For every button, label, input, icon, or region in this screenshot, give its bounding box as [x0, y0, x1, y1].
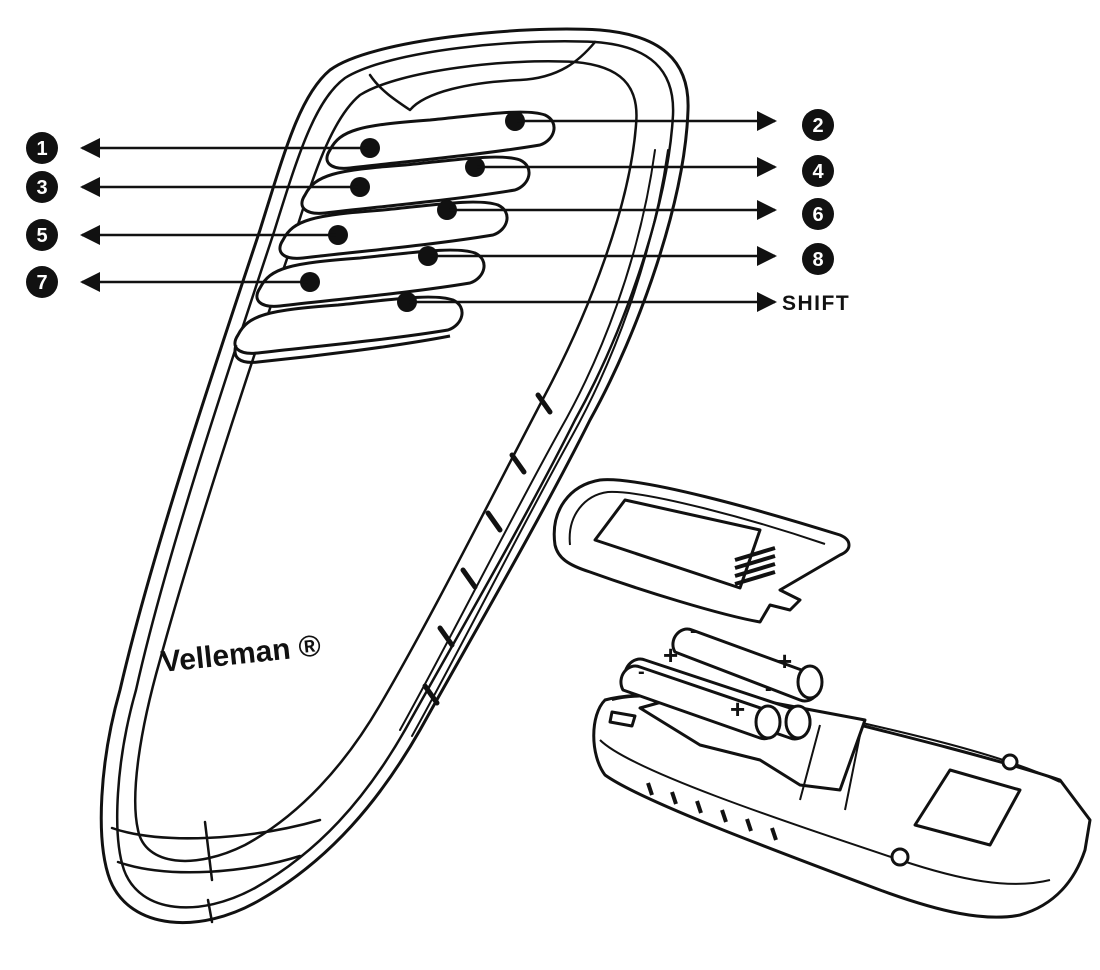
batteries	[619, 627, 824, 741]
rocker-row-5-lip	[233, 334, 451, 364]
badge-3-label: 3	[36, 177, 47, 199]
button-4-dot	[465, 157, 485, 177]
battery-cover-grip	[734, 546, 776, 586]
badge-1-label: 1	[36, 138, 47, 160]
button-3-dot	[350, 177, 370, 197]
battery-cover-inner	[568, 490, 826, 546]
button-2-dot	[505, 111, 525, 131]
battery-middle-cap	[784, 704, 812, 740]
side-grip-slots	[422, 392, 553, 706]
polarity-plus: +	[777, 646, 792, 676]
polarity-minus: -	[765, 678, 772, 700]
remote-bottom-band	[110, 818, 322, 840]
remote-inner-rim	[116, 40, 675, 909]
battery-cover	[552, 478, 851, 624]
badge-8	[802, 243, 834, 275]
badge-7	[26, 266, 58, 298]
grip-slot	[509, 452, 527, 475]
screw-hole	[890, 847, 910, 867]
polarity-plus: +	[730, 694, 745, 724]
right-callout-badges: 2 4 6 8 SHIFT	[782, 109, 850, 315]
back-grip-slots	[646, 782, 778, 841]
badge-5	[26, 219, 58, 251]
badge-5-label: 5	[36, 225, 47, 247]
battery-cover-window	[593, 498, 762, 590]
badge-4	[802, 155, 834, 187]
left-callout-badges: 1 3 5 7	[26, 132, 58, 298]
remote-bottom-corner	[203, 820, 214, 924]
button-1-dot	[360, 138, 380, 158]
screw-hole	[1001, 753, 1019, 771]
grip-slot	[485, 510, 503, 533]
button-rockers	[233, 110, 556, 364]
clip-tab	[608, 710, 637, 728]
button-7-dot	[300, 272, 320, 292]
grip-line	[734, 562, 776, 578]
remote-front-view	[99, 27, 690, 925]
shift-label: SHIFT	[782, 292, 850, 315]
badge-2-label: 2	[812, 115, 823, 137]
battery-top-cap	[796, 664, 824, 700]
compartment-divider	[799, 724, 861, 811]
badge-6-label: 6	[812, 204, 823, 226]
button-8-dot	[418, 246, 438, 266]
back-body-rim	[599, 739, 1051, 885]
remote-top-window	[368, 40, 597, 112]
badge-3	[26, 171, 58, 203]
badge-2	[802, 109, 834, 141]
polarity-minus: -	[638, 661, 645, 683]
callout-arrows	[80, 111, 777, 312]
back-grip-slot	[745, 818, 753, 832]
back-grip-slot	[695, 800, 703, 814]
rocker-row-1	[325, 110, 556, 170]
remote-face-panel	[134, 59, 638, 863]
badge-8-label: 8	[812, 249, 823, 271]
badge-7-label: 7	[36, 272, 47, 294]
back-label-window	[913, 768, 1022, 847]
battery-polarity-marks: - + + - - +	[638, 620, 792, 724]
back-grip-slot	[646, 782, 654, 796]
button-5-dot	[328, 225, 348, 245]
remote-back-view	[592, 688, 1092, 919]
grip-slot	[437, 625, 455, 648]
remote-outer-shell	[99, 27, 690, 925]
back-grip-slot	[670, 791, 678, 805]
polarity-plus: +	[663, 640, 678, 670]
grip-line	[734, 570, 776, 586]
shift-button-dot	[397, 292, 417, 312]
badge-1	[26, 132, 58, 164]
badge-4-label: 4	[812, 161, 824, 183]
grip-slot	[422, 683, 440, 706]
back-grip-slot	[720, 809, 728, 823]
button-6-dot	[437, 200, 457, 220]
grip-line	[734, 554, 776, 570]
grip-slot	[460, 567, 478, 590]
battery-bottom-cap	[754, 704, 782, 740]
badge-6	[802, 198, 834, 230]
button-dots	[300, 111, 525, 312]
grip-line	[734, 546, 776, 562]
back-grip-slot	[770, 827, 778, 841]
polarity-minus: -	[690, 620, 697, 642]
grip-slot	[535, 392, 553, 415]
brand-label: Velleman ®	[159, 629, 322, 679]
